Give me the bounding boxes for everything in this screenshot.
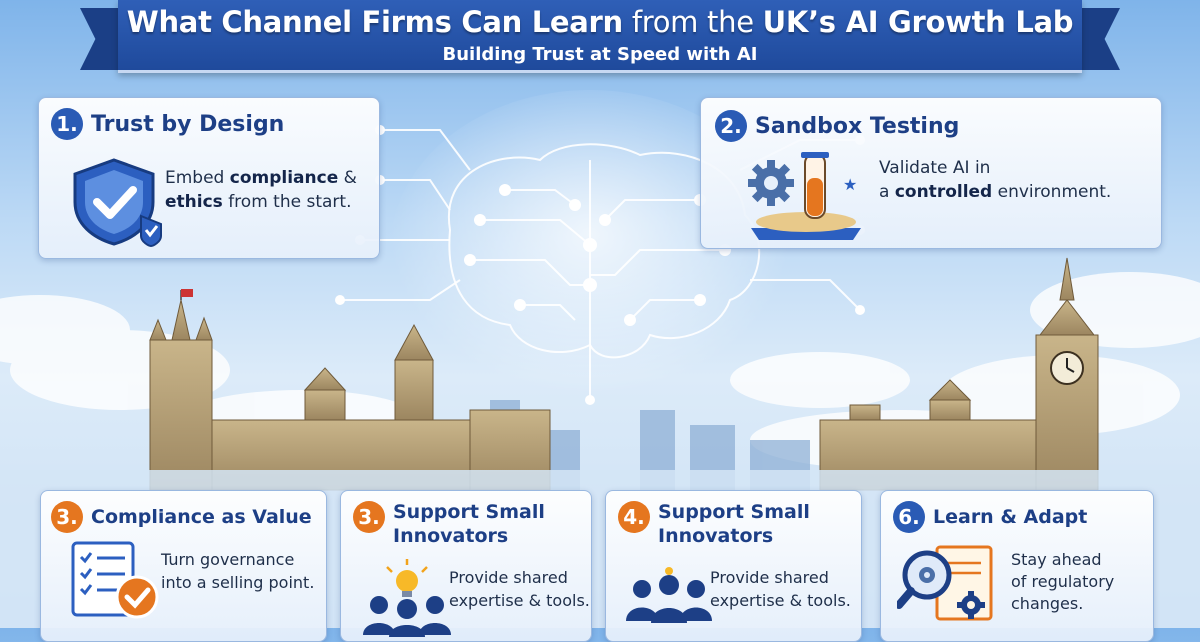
magnifier-gear-icon — [897, 545, 993, 621]
page-title: What Channel Firms Can Learn from the UK… — [126, 5, 1074, 39]
card-title: Sandbox Testing — [755, 113, 960, 139]
svg-text:★: ★ — [843, 175, 857, 194]
card-title: Support Small — [658, 501, 810, 523]
page-subtitle: Building Trust at Speed with AI — [442, 44, 758, 65]
circuit-nodes — [335, 125, 865, 405]
step-number: 3. — [51, 501, 83, 533]
checklist-icon — [71, 541, 159, 619]
card-description: Validate AI in a controlled environment. — [879, 158, 1112, 203]
step-number: 4. — [618, 501, 650, 533]
card-sandbox-testing: 2. Sandbox Testing ★ Validate AI in a co… — [700, 97, 1162, 249]
card-description: Embed compliance & ethics from the start… — [165, 168, 357, 213]
team-icon — [626, 567, 712, 623]
card-title: Compliance as Value — [91, 506, 312, 528]
circuit-brain-icon — [0, 0, 1200, 628]
card-trust-by-design: 1. Trust by Design Embed compliance & et… — [38, 97, 380, 259]
step-number: 1. — [51, 108, 83, 140]
step-number: 6. — [893, 501, 925, 533]
card-title-line2: Innovators — [658, 524, 774, 547]
lightbulb-team-icon — [363, 559, 451, 637]
sandbox-test-tube-icon: ★ — [748, 152, 861, 240]
card-title: Trust by Design — [91, 111, 285, 137]
card-title: Learn & Adapt — [933, 506, 1088, 528]
step-number: 3. — [353, 501, 385, 533]
brain-outline — [447, 143, 761, 359]
step-number: 2. — [715, 110, 747, 142]
card-title: Support Small — [393, 501, 545, 523]
card-title-line2: Innovators — [393, 524, 509, 547]
title-banner: What Channel Firms Can Learn from the UK… — [118, 0, 1082, 73]
shield-check-icon — [73, 158, 162, 248]
